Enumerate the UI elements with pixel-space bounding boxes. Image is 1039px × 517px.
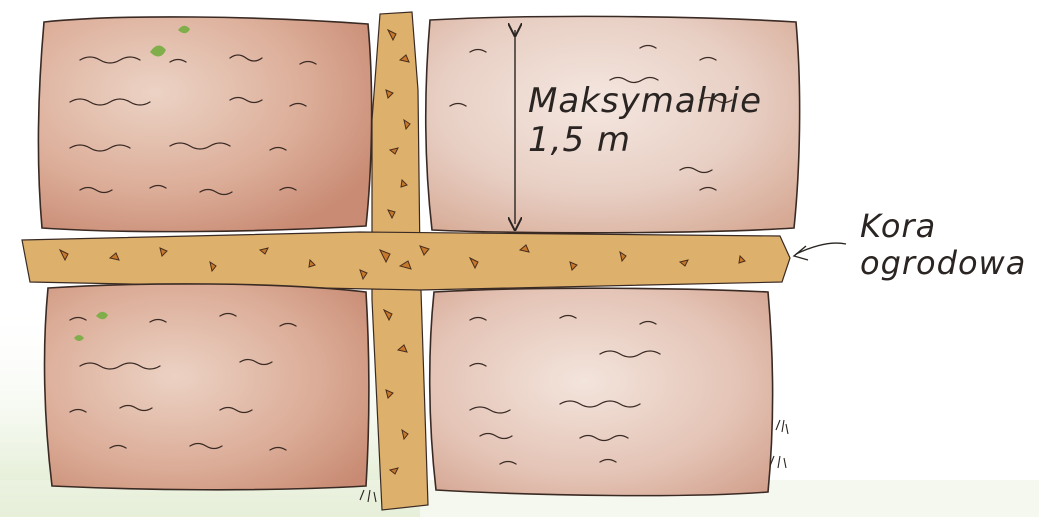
garden-bed-bottom-right — [430, 288, 773, 495]
bark-path-horizontal — [22, 232, 790, 290]
garden-bed-bottom-left — [45, 284, 369, 490]
bark-pointer-arrowhead — [794, 246, 808, 260]
max-width-label-line2: 1,5 m — [528, 121, 762, 160]
bark-label-line1: Kora — [860, 208, 1026, 245]
max-width-label-line1: Maksymalnie — [528, 82, 762, 121]
garden-bed-top-left — [38, 17, 371, 232]
max-width-label: Maksymalnie 1,5 m — [528, 82, 762, 160]
bark-label: Kora ogrodowa — [860, 208, 1026, 282]
bark-label-line2: ogrodowa — [860, 245, 1026, 282]
